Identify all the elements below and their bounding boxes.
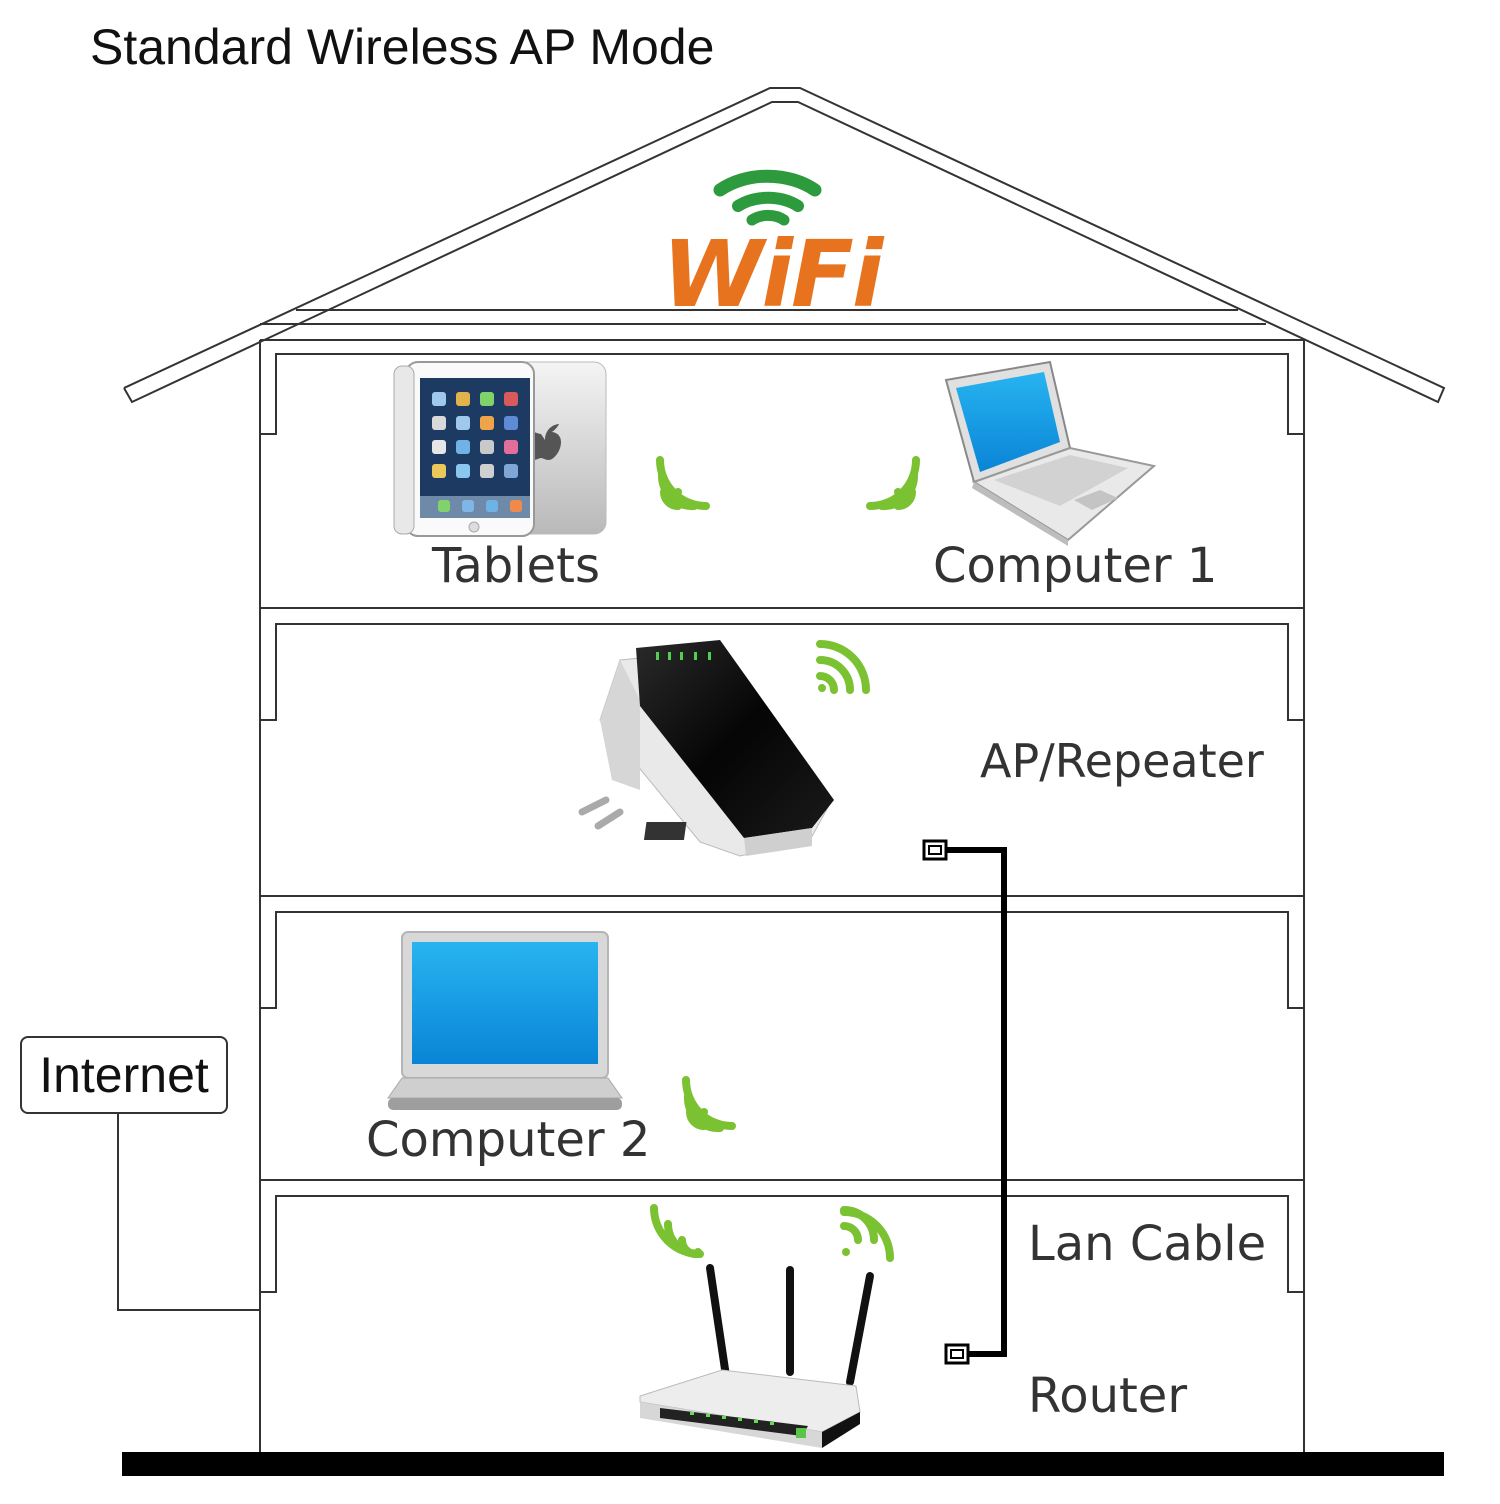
signal-computer2-icon (682, 1076, 736, 1133)
signal-repeater-icon (816, 640, 870, 694)
signal-computer1-icon (866, 456, 920, 511)
internet-label: Internet (39, 1047, 209, 1103)
router-label: Router (1028, 1368, 1188, 1424)
repeater-icon (578, 640, 834, 857)
router-icon (639, 1264, 874, 1448)
house-structure (259, 339, 1305, 1452)
laptop-computer2-icon (387, 931, 623, 1110)
laptop-computer1-icon (944, 360, 1157, 546)
wifi-logo (713, 169, 822, 226)
internet-line (117, 1114, 260, 1311)
lan-cable-label: Lan Cable (1028, 1216, 1267, 1272)
roof (123, 87, 1446, 404)
wifi-logo-text: WiFi (662, 221, 885, 328)
tablets-label: Tablets (432, 538, 600, 594)
signal-router-left-icon (650, 1204, 704, 1258)
internet-box: Internet (20, 1036, 228, 1114)
lan-cable (922, 839, 1007, 1365)
computer2-label: Computer 2 (366, 1112, 651, 1168)
wifi-arcs-icon (713, 169, 822, 226)
ground-line (122, 1452, 1444, 1476)
signal-tablet-icon (656, 456, 710, 511)
signal-router-right-icon (840, 1206, 894, 1262)
tablet-icon (393, 361, 607, 537)
computer1-label: Computer 1 (933, 538, 1218, 594)
repeater-label: AP/Repeater (980, 734, 1264, 788)
diagram-title: Standard Wireless AP Mode (90, 19, 715, 75)
